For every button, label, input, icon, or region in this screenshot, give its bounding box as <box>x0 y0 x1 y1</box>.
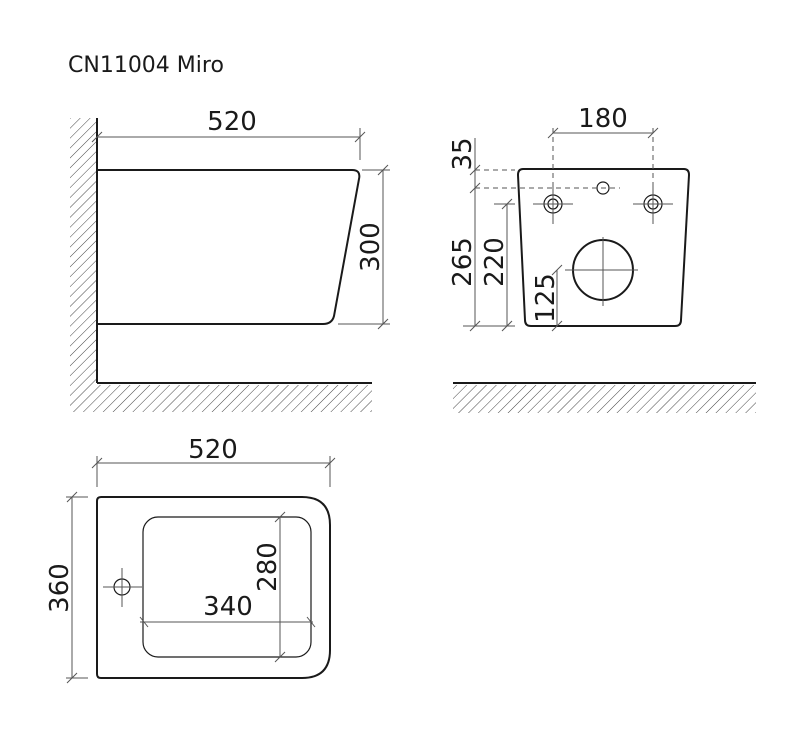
side-view: 520 300 <box>70 107 390 412</box>
dimension-vertical-outer: 35 265 <box>448 137 515 332</box>
dimension-label: 280 <box>253 542 283 592</box>
floor-hatch <box>97 385 372 412</box>
toilet-back-outline <box>516 168 691 327</box>
outlet-hole <box>565 237 638 306</box>
dimension-label: 125 <box>531 273 561 323</box>
dimension-label: 360 <box>45 563 75 613</box>
top-view: 520 360 280 340 <box>45 435 336 684</box>
dimension-label: 220 <box>480 237 510 287</box>
floor-hatch <box>453 385 756 413</box>
bowl-outline <box>142 516 312 658</box>
front-view: 180 35 265 220 125 <box>448 104 756 413</box>
dimension-bowl-length: 340 <box>139 592 316 628</box>
mounting-hole-right <box>633 184 673 224</box>
toilet-top-outline <box>96 496 331 679</box>
dimension-label: 35 <box>448 137 478 170</box>
dimension-label: 300 <box>356 222 386 272</box>
dimension-label: 180 <box>578 104 628 134</box>
dimension-width: 360 <box>45 491 88 684</box>
mounting-hole-left <box>533 184 573 224</box>
flush-hole <box>103 568 142 607</box>
wall-hatch <box>70 118 97 412</box>
dimension-label: 265 <box>448 237 478 287</box>
dimension-length: 520 <box>91 435 336 487</box>
dimension-label: 340 <box>203 592 253 622</box>
dimension-hole-spacing: 180 <box>547 104 659 196</box>
drawing-title: CN11004 Miro <box>68 53 224 78</box>
dimension-label: 520 <box>188 435 238 465</box>
toilet-side-profile <box>97 169 361 325</box>
dimension-height: 300 <box>338 164 390 330</box>
dimension-bolt-height: 220 <box>480 198 515 332</box>
dimension-outlet-height: 125 <box>531 264 563 332</box>
dimension-bowl-depth: 280 <box>253 511 286 663</box>
dimension-label: 520 <box>207 107 257 137</box>
dimension-width: 520 <box>91 107 366 160</box>
